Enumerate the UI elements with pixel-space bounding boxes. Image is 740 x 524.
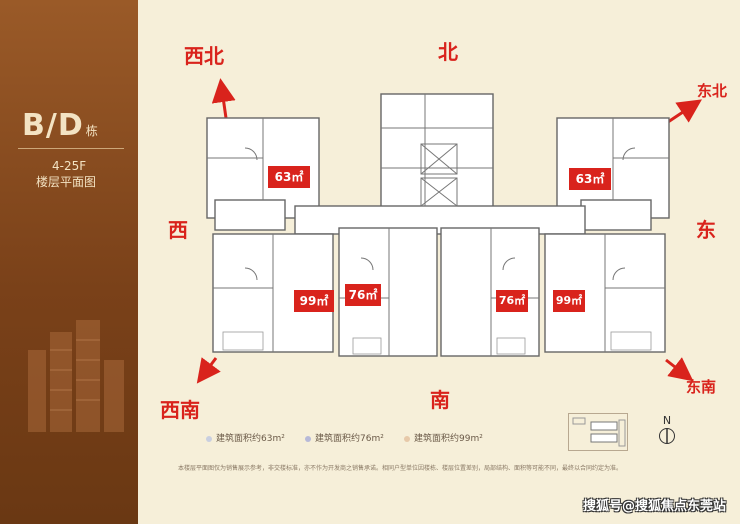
- arrow-northeast: [667, 99, 702, 124]
- compass: N: [658, 414, 676, 448]
- floors-text: 4-25F: [52, 159, 87, 173]
- floor-plan: [206, 93, 670, 357]
- skyline-illustration: [28, 320, 124, 432]
- direction-northeast: 东北: [697, 82, 728, 100]
- unit-tag-ne: 63㎡: [569, 168, 611, 190]
- direction-southwest: 西南: [160, 398, 200, 422]
- plan-label: 楼层平面图: [36, 175, 97, 189]
- arrow-northwest: [211, 78, 236, 119]
- floor-range: 4-25F 楼层平面图: [36, 158, 96, 190]
- arrow-southeast: [665, 357, 694, 382]
- unit-tag-se: 99㎡: [553, 290, 585, 312]
- compass-icon: [659, 428, 675, 444]
- legend-dot: [404, 435, 410, 442]
- arrow-southwest: [196, 357, 221, 384]
- direction-south: 南: [430, 388, 450, 412]
- site-key-plan: [568, 413, 628, 451]
- legend-item: 建筑面积约63m²: [206, 431, 285, 444]
- direction-north: 北: [438, 40, 458, 64]
- divider: [18, 148, 124, 149]
- compass-label: N: [662, 414, 672, 427]
- direction-west: 西: [168, 218, 188, 242]
- unit-tag-nw: 63㎡: [268, 166, 310, 188]
- legend-item: 建筑面积约76m²: [305, 431, 384, 444]
- unit-tag-sw: 99㎡: [294, 290, 334, 312]
- unit-tag-sc2: 76㎡: [496, 290, 528, 312]
- direction-east: 东: [696, 218, 716, 242]
- watermark: 搜狐号@搜狐焦点东莞站: [582, 499, 726, 514]
- direction-northwest: 西北: [184, 44, 224, 68]
- legend-dot: [206, 435, 212, 442]
- legend-item: 建筑面积约99m²: [404, 431, 483, 444]
- direction-southeast: 东南: [686, 378, 717, 396]
- disclaimer-note: 本楼层平面图仅为销售展示参考，非交楼标准，亦不作为开发商之销售承诺。相同户型单位…: [178, 465, 623, 472]
- legend-dot: [305, 435, 311, 442]
- unit-tag-sc1: 76㎡: [345, 284, 381, 306]
